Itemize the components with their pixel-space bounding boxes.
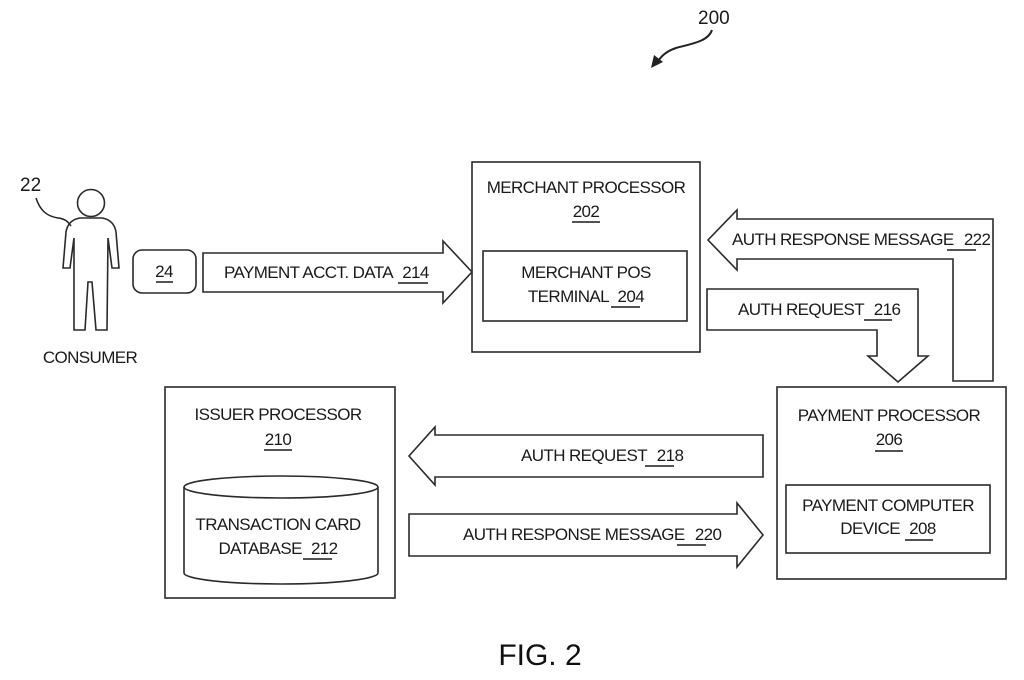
payment-computer-line1: PAYMENT COMPUTER [802,496,974,515]
payment-computer-frame [785,484,991,554]
arrow-left-icon [407,424,764,488]
issuer-processor-frame [164,386,396,599]
merchant-pos-line2: TERMINAL 204 [528,287,644,306]
arrow-214-label: PAYMENT ACCT. DATA 214 [224,263,429,282]
consumer: 22 CONSUMER [20,175,138,367]
arrow-payment-acct-data: PAYMENT ACCT. DATA 214 [202,238,474,306]
arrow-auth-request-216: AUTH REQUEST 216 [706,288,931,384]
merchant-processor-title: MERCHANT PROCESSOR [487,178,686,197]
issuer-processor-ref: 210 [265,430,292,449]
figure-caption: FIG. 2 [498,639,581,672]
arrow-auth-request-218: AUTH REQUEST 218 [407,424,764,488]
merchant-pos-line1: MERCHANT POS [521,263,651,282]
payment-processor-frame [776,386,1007,580]
payment-processor-box: PAYMENT PROCESSOR 206 PAYMENT COMPUTER D… [776,386,1007,580]
card-database-line2: DATABASE 212 [218,539,337,558]
consumer-leader-line [35,197,72,227]
arrow-right-icon [202,238,474,306]
consumer-ref-number: 22 [20,175,41,196]
arrow-left-bent-icon [706,208,994,382]
figure-ref-number: 200 [698,8,730,29]
issuer-processor-title: ISSUER PROCESSOR [194,405,361,424]
payment-processor-ref: 206 [876,430,903,449]
consumer-label: CONSUMER [43,348,138,367]
arrow-220-label: AUTH RESPONSE MESSAGE 220 [463,525,722,544]
arrow-auth-response-222: AUTH RESPONSE MESSAGE 222 [706,208,994,382]
ref-pointer-curve [655,29,713,65]
merchant-processor-ref: 202 [573,202,600,221]
database-cylinder-icon [183,475,379,585]
person-icon [62,188,120,331]
arrow-216-label: AUTH REQUEST 216 [738,300,901,319]
arrow-down-bent-icon [706,288,931,384]
card-database-line1: TRANSACTION CARD [195,515,360,534]
payment-card: 24 [132,249,197,294]
arrow-222-label: AUTH RESPONSE MESSAGE 222 [732,230,991,249]
arrow-right-icon [408,500,765,570]
merchant-processor-frame [471,161,701,353]
payment-processor-title: PAYMENT PROCESSOR [798,406,981,425]
merchant-pos-frame [482,250,688,322]
payment-computer-line2: DEVICE 208 [840,519,936,538]
card-ref-number: 24 [155,262,173,281]
figure-ref-200: 200 [651,8,730,68]
card-shape [132,249,197,294]
arrow-218-label: AUTH REQUEST 218 [521,446,684,465]
issuer-processor-box: ISSUER PROCESSOR 210 TRANSACTION CARD DA… [164,386,396,599]
merchant-processor-box: MERCHANT PROCESSOR 202 MERCHANT POS TERM… [471,161,701,353]
ref-pointer-arrowhead-icon [651,55,663,68]
arrow-auth-response-220: AUTH RESPONSE MESSAGE 220 [408,500,765,570]
